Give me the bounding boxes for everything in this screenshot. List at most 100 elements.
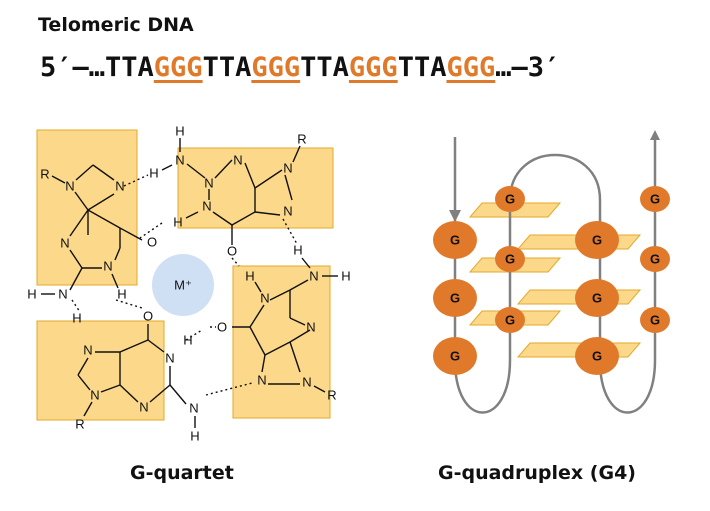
bond bbox=[100, 384, 121, 393]
atom-h: H bbox=[175, 124, 184, 139]
bond bbox=[51, 175, 66, 184]
bond bbox=[149, 384, 171, 403]
atom-h: H bbox=[341, 269, 350, 284]
bond bbox=[289, 329, 311, 343]
atom-n: N bbox=[115, 179, 124, 194]
bond bbox=[87, 209, 121, 229]
sequence-segment: …–3′ bbox=[495, 52, 561, 83]
bond bbox=[212, 211, 233, 226]
atom-r: R bbox=[75, 417, 84, 432]
atom-h: H bbox=[117, 287, 126, 302]
guanine-bead-label: G bbox=[592, 349, 602, 364]
guanine-bead-label: G bbox=[450, 291, 460, 306]
hydrogen-bond bbox=[231, 257, 240, 267]
bond bbox=[75, 164, 94, 181]
guanine-bead-label: G bbox=[505, 313, 515, 328]
guanine-bead-label: G bbox=[505, 192, 515, 207]
atom-o: O bbox=[217, 320, 227, 335]
atom-n: N bbox=[306, 320, 315, 335]
bond bbox=[69, 209, 89, 237]
atom-o: O bbox=[147, 235, 157, 250]
g-quadruplex-caption: G-quadruplex (G4) bbox=[438, 462, 636, 484]
bond bbox=[214, 159, 233, 179]
sequence-ggg-repeat: GGG bbox=[153, 52, 203, 83]
guanine-bead-label: G bbox=[592, 291, 602, 306]
bond bbox=[289, 317, 306, 326]
guanine-bead bbox=[433, 337, 477, 375]
guanine-bead-label: G bbox=[450, 349, 460, 364]
bond bbox=[185, 211, 199, 219]
dna-strand bbox=[453, 135, 657, 414]
bond bbox=[77, 357, 89, 376]
bond bbox=[292, 145, 301, 163]
guanine-bead bbox=[495, 186, 525, 212]
bond bbox=[161, 164, 173, 171]
atom-n: N bbox=[175, 153, 184, 168]
guanine-bead-label: G bbox=[505, 252, 515, 267]
atom-n: N bbox=[103, 259, 112, 274]
bond bbox=[87, 193, 115, 211]
bond bbox=[77, 374, 91, 391]
atom-h: H bbox=[183, 333, 192, 348]
guanine-bead-label: G bbox=[450, 233, 460, 248]
figure-title: Telomeric DNA bbox=[38, 14, 194, 36]
bond bbox=[313, 385, 326, 393]
atom-n: N bbox=[189, 401, 198, 416]
atom-n: N bbox=[90, 388, 99, 403]
atom-h: H bbox=[190, 429, 199, 444]
guanine-bead-label: G bbox=[650, 313, 660, 328]
hydrogen-bond bbox=[185, 329, 203, 341]
sequence-segment: TTA bbox=[202, 52, 252, 83]
atom-n: N bbox=[283, 204, 292, 219]
bond bbox=[119, 384, 139, 403]
bond bbox=[269, 289, 291, 301]
strand-arrow-icon bbox=[650, 130, 660, 140]
sequence-segment: TTA bbox=[300, 52, 349, 83]
bond bbox=[92, 164, 115, 181]
guanine-bead bbox=[575, 279, 619, 317]
bond bbox=[284, 174, 293, 201]
metal-ion-label: M⁺ bbox=[174, 278, 192, 293]
atom-r: R bbox=[297, 132, 306, 147]
bond bbox=[254, 211, 281, 216]
sequence-segment: 5′–…TTA bbox=[40, 52, 154, 83]
atom-h: H bbox=[27, 287, 36, 302]
atom-n: N bbox=[260, 291, 269, 306]
bond bbox=[289, 341, 301, 373]
bond bbox=[69, 267, 83, 291]
atom-n: N bbox=[60, 236, 69, 251]
atom-n: N bbox=[283, 161, 292, 176]
bond bbox=[301, 257, 311, 269]
bond bbox=[119, 339, 149, 353]
telomeric-sequence: 5′–…TTAGGGTTAGGGTTAGGGTTAGGG…–3′ bbox=[40, 52, 560, 83]
bond bbox=[261, 354, 266, 373]
bond bbox=[119, 227, 143, 241]
guanine-bead bbox=[495, 246, 525, 272]
atom-n: N bbox=[233, 153, 242, 168]
bond bbox=[244, 162, 256, 189]
atom-h: H bbox=[293, 243, 302, 258]
guanine-bead bbox=[575, 221, 619, 259]
atom-h: H bbox=[149, 166, 158, 181]
guanine-bead bbox=[640, 307, 670, 333]
bond bbox=[249, 326, 266, 356]
atom-h: H bbox=[173, 215, 182, 230]
guanine-bead bbox=[495, 307, 525, 333]
bond bbox=[254, 169, 283, 189]
atom-n: N bbox=[58, 287, 67, 302]
g-quartet-caption: G-quartet bbox=[130, 462, 234, 484]
bond bbox=[69, 249, 83, 269]
atom-o: O bbox=[227, 244, 237, 259]
guanine-bead bbox=[433, 279, 477, 317]
guanine-box bbox=[36, 320, 165, 421]
atom-h: H bbox=[245, 269, 254, 284]
bond bbox=[169, 384, 187, 405]
guanine-bead bbox=[575, 337, 619, 375]
bond bbox=[264, 341, 291, 356]
sequence-segment: TTA bbox=[397, 52, 447, 83]
bond bbox=[83, 401, 93, 417]
sequence-ggg-repeat: GGG bbox=[348, 52, 398, 83]
guanine-bead-label: G bbox=[592, 233, 602, 248]
